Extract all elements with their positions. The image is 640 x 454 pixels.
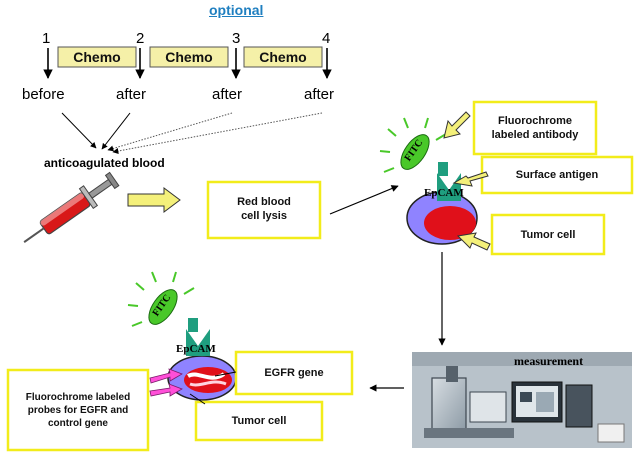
marker-1: 1: [42, 30, 51, 47]
measurement-label: measurement: [514, 354, 584, 368]
probe-pointer-1: [149, 368, 183, 384]
egfr-box: [234, 350, 354, 396]
nucleus: [424, 206, 476, 240]
after-arrow-1: [101, 112, 131, 150]
egfr-pointer: [214, 371, 237, 377]
chemo-timeline: [43, 46, 332, 79]
lysis-box: [206, 180, 322, 240]
microscope-image: [412, 352, 632, 448]
epcam-text-left: EpCAM: [176, 343, 216, 355]
chemo-box-2: [149, 46, 229, 68]
right-tumor-box: [490, 213, 606, 256]
right-tumor-text: Tumor cell: [520, 228, 576, 241]
before-arrow: [61, 112, 97, 149]
fitc-rays-left: [127, 271, 195, 327]
antibody-stem: [188, 318, 198, 332]
left-tumor-pointer: [189, 393, 206, 405]
chemo-label-1: Chemo: [73, 49, 121, 65]
left-tumor-box: [194, 400, 324, 442]
syringe-icon: [23, 171, 120, 243]
probes-text: Fluorochrome labeled probes for EGFR and…: [25, 391, 131, 429]
antibody-stem: [438, 162, 448, 176]
marker-3: 3: [232, 30, 241, 47]
right-tumor-cell: [379, 117, 478, 245]
marker-4: 4: [322, 30, 331, 47]
chemo-label-3: Chemo: [259, 49, 307, 65]
antibody-shape: [186, 329, 210, 356]
antigen-pointer: [452, 171, 489, 187]
chemo-box-3: [243, 46, 323, 68]
timepoint-before: before: [22, 86, 65, 103]
egfr-text: EGFR gene: [264, 367, 324, 379]
fitc-label-left: [148, 289, 178, 325]
blood-label: anticoagulated blood: [44, 156, 165, 170]
timepoint-after-3: after: [304, 86, 335, 103]
marker-2: 2: [136, 30, 145, 47]
to-cell-arrow: [329, 185, 399, 215]
after-arrow-3: [112, 112, 323, 154]
tumor-pointer: [456, 232, 491, 251]
to-lysis-arrow: [127, 187, 181, 213]
nucleus: [184, 367, 232, 393]
probes-box: [6, 368, 150, 452]
chemo-box-1: [57, 46, 137, 68]
lysis-text: Red blood cell lysis: [237, 196, 291, 222]
converge-arrows: [61, 112, 323, 154]
antigen-text: Surface antigen: [515, 169, 599, 181]
after-arrow-2: [107, 112, 233, 152]
chemo-label-2: Chemo: [165, 49, 213, 65]
left-tumor-text: Tumor cell: [231, 415, 287, 427]
antibody-box: [472, 100, 598, 156]
fitc-label-right: [400, 134, 430, 170]
timepoint-after-2: after: [212, 86, 243, 103]
optional-label: optional: [209, 2, 264, 18]
probe-pointer-2: [149, 383, 183, 397]
left-tumor-cell: [127, 271, 237, 401]
timepoint-after-1: after: [116, 86, 147, 103]
antibody-text: Fluorochrome labeled antibody: [491, 114, 579, 141]
antibody-shape: [437, 173, 461, 201]
epcam-text-right: EpCAM: [424, 187, 464, 199]
antibody-pointer: [443, 111, 471, 139]
